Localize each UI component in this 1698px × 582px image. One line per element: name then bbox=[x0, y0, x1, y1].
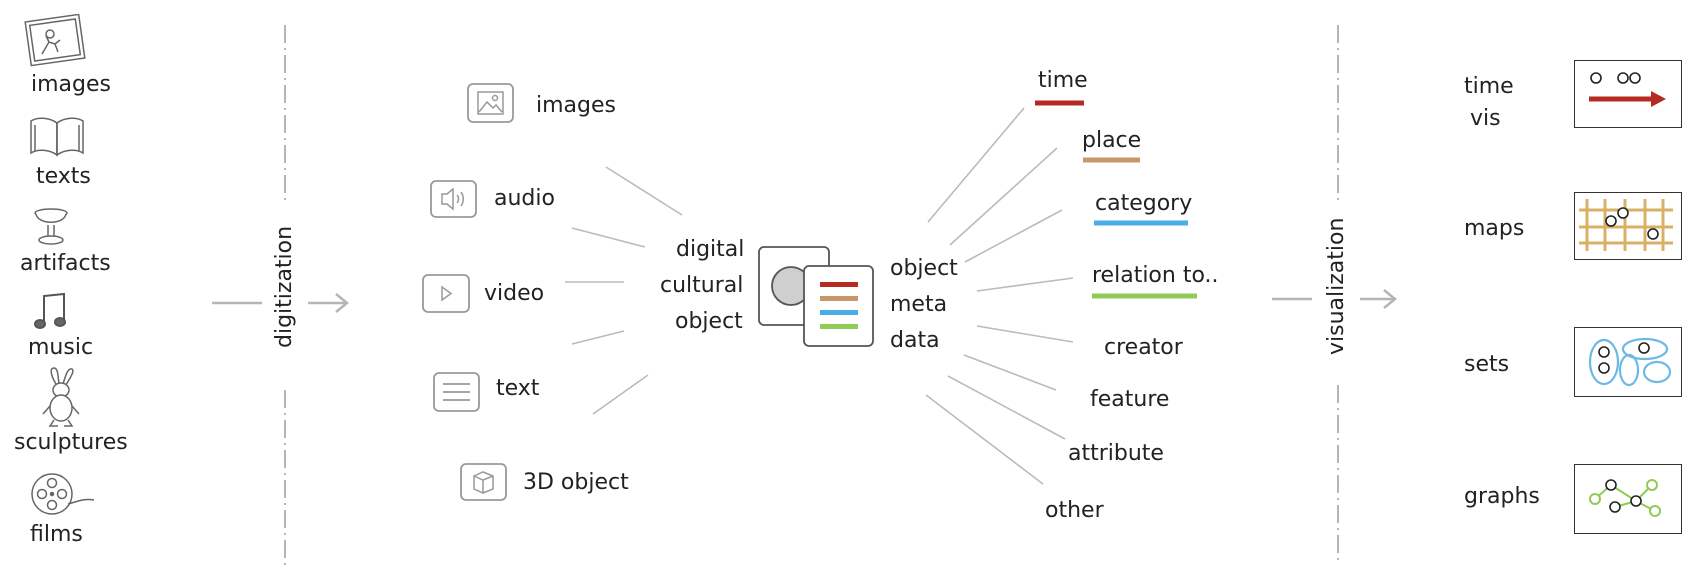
attr-category-label: category bbox=[1095, 191, 1193, 216]
timeline-glyph bbox=[1589, 72, 1666, 107]
map-grid-glyph bbox=[1579, 199, 1673, 251]
attr-place-label: place bbox=[1082, 128, 1142, 153]
media-audio-label: audio bbox=[494, 186, 555, 211]
open-book-icon bbox=[30, 117, 84, 157]
image-icon bbox=[467, 83, 514, 123]
dco-line-2: cultural bbox=[660, 273, 744, 298]
dco-line-3: object bbox=[675, 309, 743, 334]
source-artifacts-label: artifacts bbox=[20, 251, 111, 276]
meta-line-1: object bbox=[890, 256, 958, 281]
source-images-label: images bbox=[31, 72, 111, 97]
attr-creator-label: creator bbox=[1104, 335, 1183, 360]
vis-time-sub-label: vis bbox=[1470, 106, 1501, 131]
cube-icon bbox=[460, 463, 507, 501]
media-text-label: text bbox=[496, 376, 540, 401]
vis-time-label: time bbox=[1464, 74, 1514, 99]
photo-icon bbox=[24, 14, 86, 67]
sets-panel bbox=[1574, 327, 1682, 397]
object-metadata-card-icon bbox=[758, 246, 874, 347]
source-music-label: music bbox=[28, 335, 94, 360]
music-note-icon bbox=[34, 292, 66, 329]
vis-graphs-label: graphs bbox=[1464, 484, 1540, 509]
attr-attribute-label: attribute bbox=[1068, 441, 1164, 466]
attr-other-label: other bbox=[1045, 498, 1104, 523]
attr-relation-label: relation to.. bbox=[1092, 263, 1219, 288]
sets-glyph bbox=[1588, 337, 1672, 387]
media-3d-object-label: 3D object bbox=[523, 470, 629, 495]
time-vis-panel bbox=[1574, 60, 1682, 128]
media-fan-lines bbox=[565, 166, 683, 415]
attr-time-label: time bbox=[1038, 68, 1088, 93]
visualization-arrow-head bbox=[1383, 289, 1397, 309]
source-sculptures-label: sculptures bbox=[14, 430, 128, 455]
film-reel-icon bbox=[31, 473, 95, 515]
rabbit-sculpture-icon bbox=[42, 367, 80, 427]
maps-panel bbox=[1574, 192, 1682, 260]
media-images-label: images bbox=[536, 93, 616, 118]
graphs-panel bbox=[1574, 464, 1682, 534]
video-play-icon bbox=[422, 274, 470, 313]
digitization-label: digitization bbox=[272, 225, 297, 348]
network-graph-glyph bbox=[1589, 479, 1661, 517]
attribute-fan-lines bbox=[925, 107, 1074, 485]
digitization-arrow-head bbox=[335, 293, 349, 313]
meta-line-3: data bbox=[890, 328, 940, 353]
vis-sets-label: sets bbox=[1464, 352, 1510, 377]
visualization-label: visualization bbox=[1324, 217, 1349, 355]
meta-line-2: meta bbox=[890, 292, 948, 317]
text-lines-icon bbox=[433, 372, 480, 412]
source-films-label: films bbox=[30, 522, 83, 547]
media-video-label: video bbox=[484, 281, 545, 306]
goblet-icon bbox=[34, 208, 68, 245]
attr-feature-label: feature bbox=[1090, 387, 1170, 412]
dco-line-1: digital bbox=[676, 237, 745, 262]
source-texts-label: texts bbox=[36, 164, 91, 189]
vis-maps-label: maps bbox=[1464, 216, 1525, 241]
speaker-icon bbox=[430, 180, 477, 218]
